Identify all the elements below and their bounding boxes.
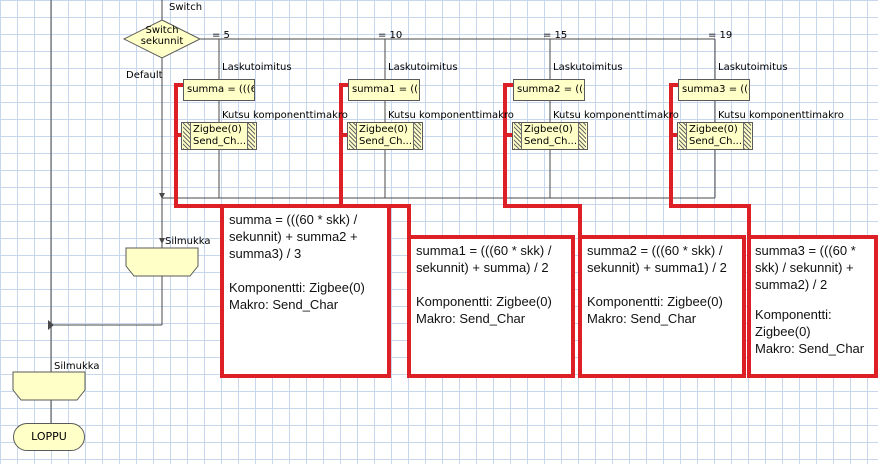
outer-loop-shape — [12, 371, 86, 401]
default-label: Default — [126, 70, 163, 81]
macro-name: Send_Ch... — [689, 136, 741, 147]
switch-condition[interactable]: Switch sekunnit — [140, 25, 184, 47]
macro-title: Kutsu komponenttimakro — [222, 110, 348, 121]
macro-component: Zigbee(0) — [193, 124, 242, 135]
macro-box-4[interactable]: Zigbee(0) Send_Ch... — [677, 122, 753, 150]
macro-component: Zigbee(0) — [359, 124, 408, 135]
highlight-connector — [503, 83, 582, 238]
inner-loop-shape — [125, 247, 199, 277]
macro-component: Zigbee(0) — [689, 124, 738, 135]
note-component: Komponentti: Zigbee(0) — [755, 307, 832, 339]
note-macro: Makro: Send_Char — [229, 297, 339, 312]
case-value-2: = 10 — [378, 30, 403, 41]
note-formula: summa3 = (((60 * skk) / sekunnit) + summ… — [755, 243, 856, 292]
note-component: Komponentti: Zigbee(0) — [229, 280, 365, 295]
note-formula: summa1 = (((60 * skk) / sekunnit) + summ… — [416, 243, 552, 275]
note-component: Komponentti: Zigbee(0) — [416, 294, 552, 309]
note-formula: summa2 = (((60 * skk) / sekunnit) + summ… — [587, 243, 727, 275]
note-formula: summa = (((60 * skk) / sekunnit) + summa… — [229, 212, 358, 261]
note-macro: Makro: Send_Char — [587, 311, 697, 326]
calc-box-summa3[interactable]: summa3 = (((... — [678, 79, 750, 101]
case-value-4: = 19 — [708, 30, 733, 41]
calc-title: Laskutoimitus — [553, 62, 623, 73]
calc-title: Laskutoimitus — [718, 62, 788, 73]
end-terminal[interactable]: LOPPU — [13, 423, 85, 451]
macro-name: Send_Ch... — [359, 136, 411, 147]
macro-title: Kutsu komponenttimakro — [388, 110, 514, 121]
calc-title: Laskutoimitus — [222, 62, 292, 73]
outer-loop-label: Silmukka — [54, 361, 100, 372]
macro-name: Send_Ch... — [524, 136, 576, 147]
arrowhead — [48, 320, 54, 330]
note-component: Komponentti: Zigbee(0) — [587, 294, 723, 309]
note-macro: Makro: Send_Char — [755, 341, 865, 356]
annotation-note-3: summa2 = (((60 * skk) / sekunnit) + summ… — [578, 235, 746, 378]
macro-box-2[interactable]: Zigbee(0) Send_Ch... — [347, 122, 423, 150]
macro-name: Send_Ch... — [193, 136, 245, 147]
calc-box-summa2[interactable]: summa2 = (((... — [513, 79, 585, 101]
macro-title: Kutsu komponenttimakro — [718, 110, 844, 121]
annotation-note-2: summa1 = (((60 * skk) / sekunnit) + summ… — [407, 235, 575, 378]
inner-loop-label: Silmukka — [165, 236, 211, 247]
macro-box-1[interactable]: Zigbee(0) Send_Ch... — [181, 122, 257, 150]
highlight-connector — [174, 83, 224, 215]
arrowhead — [159, 238, 165, 244]
switch-title: Switch — [169, 2, 203, 13]
highlight-connector — [669, 83, 751, 238]
calc-box-summa1[interactable]: summa1 = (((... — [348, 79, 420, 101]
calc-box-summa[interactable]: summa = (((6... — [183, 79, 255, 101]
case-value-1: = 5 — [212, 30, 230, 41]
switch-decision-shape — [122, 19, 202, 59]
arrowhead — [159, 193, 165, 199]
case-value-3: = 15 — [543, 30, 568, 41]
annotation-note-1: summa = (((60 * skk) / sekunnit) + summa… — [220, 204, 391, 378]
macro-title: Kutsu komponenttimakro — [553, 110, 679, 121]
note-macro: Makro: Send_Char — [416, 311, 526, 326]
annotation-note-4: summa3 = (((60 * skk) / sekunnit) + summ… — [747, 235, 878, 378]
macro-component: Zigbee(0) — [524, 124, 573, 135]
macro-box-3[interactable]: Zigbee(0) Send_Ch... — [512, 122, 588, 150]
calc-title: Laskutoimitus — [388, 62, 458, 73]
